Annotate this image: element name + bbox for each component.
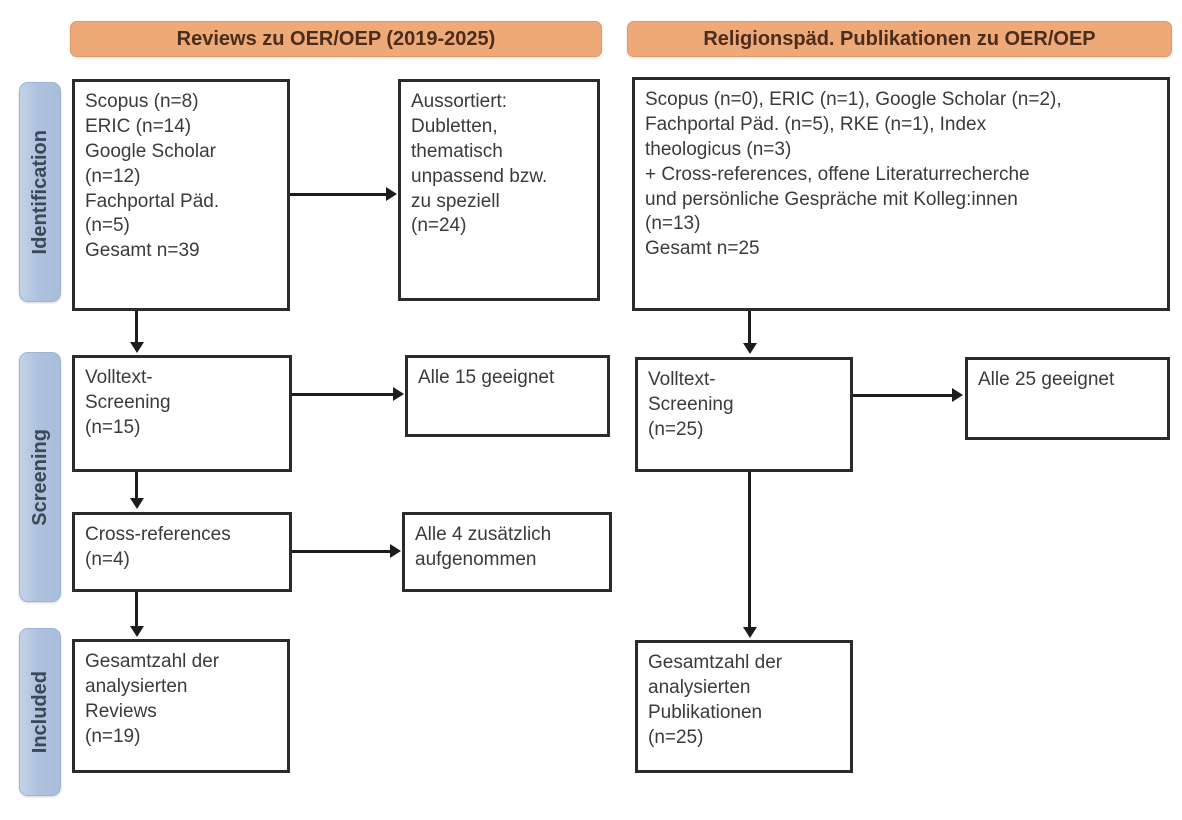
box-left-excluded: Aussortiert: Dubletten, thematisch unpas…: [398, 79, 600, 301]
arrowhead-right-sources-to-fulltext: [743, 343, 757, 354]
connector-right-fulltext-to-eligible: [853, 394, 953, 397]
box-left-eligible: Alle 15 geeignet: [405, 355, 610, 437]
box-left-fulltext-screening: Volltext- Screening (n=15): [72, 355, 292, 472]
box-right-included-total-text: Gesamtzahl der analysierten Publikatione…: [648, 652, 783, 748]
phase-tab-identification-label: Identification: [28, 129, 51, 255]
connector-left-sources-to-fulltext: [135, 311, 138, 344]
connector-left-fulltext-to-eligible: [292, 393, 394, 396]
arrowhead-left-crossrefs-to-included: [130, 626, 144, 637]
connector-left-fulltext-to-crossrefs: [135, 472, 138, 500]
connector-right-sources-to-fulltext: [748, 311, 751, 345]
box-left-sources: Scopus (n=8) ERIC (n=14) Google Scholar …: [72, 79, 290, 311]
box-right-fulltext-screening-text: Volltext- Screening (n=25): [648, 369, 734, 440]
arrowhead-left-fulltext-to-crossrefs: [130, 498, 144, 509]
phase-tab-identification: Identification: [19, 82, 61, 302]
box-left-excluded-text: Aussortiert: Dubletten, thematisch unpas…: [411, 91, 548, 237]
box-right-eligible-text: Alle 25 geeignet: [978, 369, 1115, 390]
box-right-fulltext-screening: Volltext- Screening (n=25): [635, 357, 853, 472]
connector-left-sources-to-excluded: [290, 193, 387, 196]
box-left-crossreferences-result-text: Alle 4 zusätzlich aufgenommen: [415, 524, 552, 570]
box-left-crossreferences-result: Alle 4 zusätzlich aufgenommen: [402, 512, 612, 592]
arrowhead-left-fulltext-to-eligible: [393, 387, 404, 401]
phase-tab-screening: Screening: [19, 352, 61, 602]
phase-tab-screening-label: Screening: [28, 428, 51, 526]
column-header-right: Religionspäd. Publikationen zu OER/OEP: [627, 21, 1172, 57]
arrowhead-right-fulltext-to-eligible: [952, 388, 963, 402]
phase-tab-included-label: Included: [28, 670, 51, 754]
connector-left-crossrefs-to-result: [292, 550, 391, 553]
connector-right-fulltext-to-included: [748, 472, 751, 629]
column-header-left-label: Reviews zu OER/OEP (2019-2025): [176, 27, 496, 50]
column-header-left: Reviews zu OER/OEP (2019-2025): [70, 21, 602, 57]
box-left-eligible-text: Alle 15 geeignet: [418, 367, 555, 388]
box-right-included-total: Gesamtzahl der analysierten Publikatione…: [635, 640, 853, 773]
box-left-sources-text: Scopus (n=8) ERIC (n=14) Google Scholar …: [85, 91, 220, 262]
box-right-eligible: Alle 25 geeignet: [965, 357, 1170, 440]
box-left-crossreferences-text: Cross-references (n=4): [85, 524, 231, 570]
phase-tab-included: Included: [19, 628, 61, 796]
arrowhead-left-sources-to-excluded: [386, 187, 397, 201]
box-left-included-total-text: Gesamtzahl der analysierten Reviews (n=1…: [85, 651, 220, 747]
arrowhead-right-fulltext-to-included: [743, 627, 757, 638]
box-left-included-total: Gesamtzahl der analysierten Reviews (n=1…: [72, 639, 290, 773]
arrowhead-left-crossrefs-to-result: [390, 544, 401, 558]
column-header-right-label: Religionspäd. Publikationen zu OER/OEP: [703, 27, 1096, 50]
box-left-crossreferences: Cross-references (n=4): [72, 512, 292, 592]
box-right-sources-text: Scopus (n=0), ERIC (n=1), Google Scholar…: [645, 89, 1062, 260]
box-left-fulltext-screening-text: Volltext- Screening (n=15): [85, 367, 171, 438]
arrowhead-left-sources-to-fulltext: [130, 342, 144, 353]
connector-left-crossrefs-to-included: [135, 592, 138, 628]
box-right-sources: Scopus (n=0), ERIC (n=1), Google Scholar…: [632, 77, 1170, 311]
